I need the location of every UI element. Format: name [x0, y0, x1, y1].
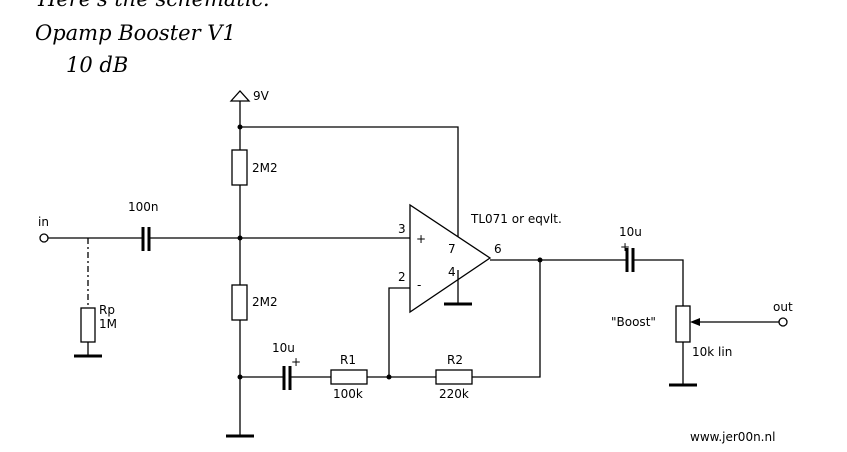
output-terminal	[778, 317, 788, 327]
pot-value-label: 10k lin	[692, 345, 732, 359]
opamp-plus-sign: +	[416, 232, 426, 246]
opamp-pin2: 2	[398, 270, 406, 284]
bias-resistor-top	[231, 149, 248, 186]
opamp-part-label: TL071 or eqvlt.	[470, 212, 562, 226]
input-label: in	[38, 215, 49, 229]
pot-wiper-arrow	[690, 318, 700, 326]
output-capacitor-plus: +	[620, 240, 630, 254]
output-node-junction-dot	[537, 257, 543, 263]
pot-name-label: "Boost"	[611, 315, 656, 329]
input-capacitor-label: 100n	[128, 200, 159, 214]
supply-rail-wire	[240, 126, 459, 246]
supply-9v-label: 9V	[253, 89, 270, 103]
output-label: out	[773, 300, 793, 314]
bias-resistor-bottom	[231, 284, 248, 321]
input-capacitor	[141, 227, 151, 251]
bias-resistor-top-label: 2M2	[252, 161, 278, 175]
feedback-capacitor-label: 10u	[272, 341, 295, 355]
output-capacitor-label: 10u	[619, 225, 642, 239]
supply-junction-dot	[237, 124, 243, 130]
opamp-triangle	[409, 203, 492, 314]
website-credit: www.jer00n.nl	[690, 430, 775, 444]
resistor-r2	[435, 369, 473, 385]
bias-resistor-bottom-label: 2M2	[252, 295, 278, 309]
bias-junction-dot	[237, 235, 243, 241]
resistor-r1-value: 100k	[333, 387, 363, 401]
opamp-minus-sign: -	[417, 278, 421, 292]
opamp-pin4: 4	[448, 265, 456, 279]
feedback-return-wire	[472, 260, 541, 378]
gain-label: 10 dB	[66, 53, 128, 77]
opamp-pin6: 6	[494, 242, 502, 256]
feedback-capacitor-plus: +	[291, 355, 301, 369]
input-terminal	[39, 233, 49, 243]
r1-r2-junction-dot	[386, 374, 392, 380]
resistor-r1-name: R1	[340, 353, 356, 367]
rp-resistor	[80, 307, 96, 343]
resistor-r2-value: 220k	[439, 387, 469, 401]
resistor-r2-name: R2	[447, 353, 463, 367]
boost-potentiometer	[675, 305, 691, 343]
inverting-input-wire	[388, 287, 410, 377]
rp-name-label: Rp	[99, 303, 115, 317]
opamp-pin7: 7	[448, 242, 456, 256]
schematic-title: Opamp Booster V1	[35, 21, 236, 45]
resistor-r1	[330, 369, 368, 385]
cropped-top-text: Here's the schematic:	[37, 0, 270, 11]
supply-9v-symbol	[229, 90, 251, 150]
feedback-capacitor	[282, 366, 292, 390]
opamp-pin3: 3	[398, 222, 406, 236]
rp-value-label: 1M	[99, 317, 117, 331]
